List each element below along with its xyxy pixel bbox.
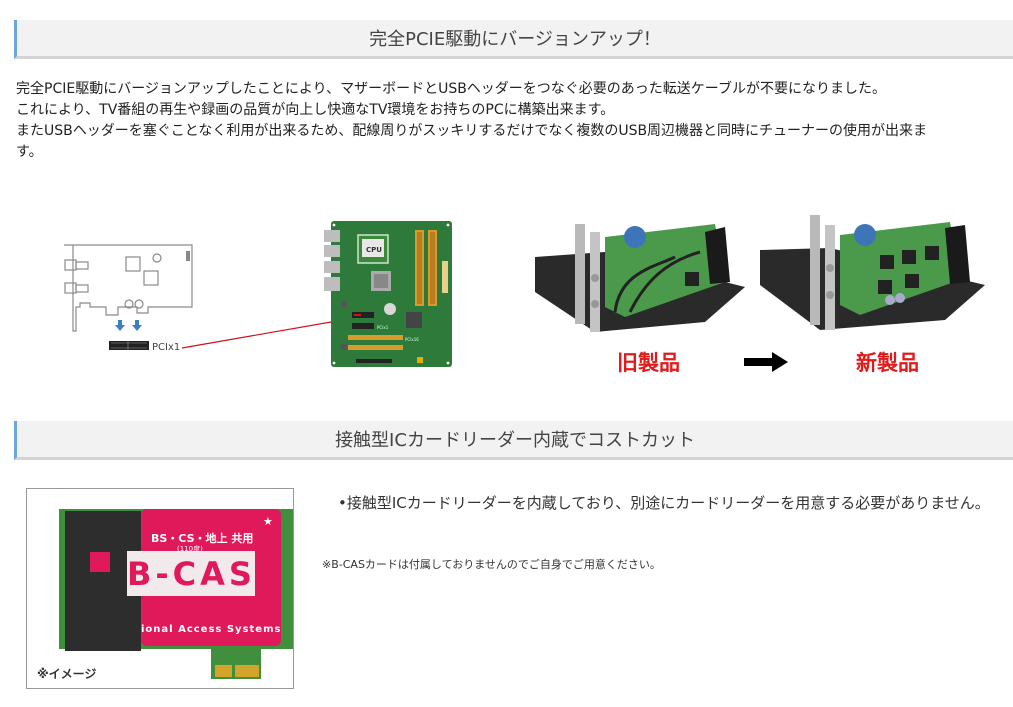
bcas-card-image: BS・CS・地上 共用 (110度) B-CAS ional Access Sy…: [26, 488, 294, 689]
card-logo: B-CAS: [127, 555, 251, 593]
right-arrow-icon: [744, 352, 789, 376]
paragraph-line: これにより、TV番組の再生や録画の品質が向上し快適なTV環境をお持ちのPCに構築…: [16, 102, 615, 118]
paragraph-line: またUSBヘッダーを塞ぐことなく利用が出来るため、配線周りがスッキリするだけでな…: [16, 123, 928, 139]
pcie-description: 完全PCIE駆動にバージョンアップしたことにより、マザーボードとUSBヘッダーを…: [16, 79, 1006, 163]
new-product-photo: [760, 210, 985, 335]
paragraph-line: す。: [16, 144, 43, 160]
section-heading-pcie: 完全PCIE駆動にバージョンアップ！: [14, 20, 1013, 59]
svg-text:PCIx1: PCIx1: [377, 325, 389, 330]
star-icon: ★: [263, 515, 273, 528]
old-product-image-icon: [535, 224, 745, 332]
new-product-label: 新製品: [856, 351, 919, 375]
svg-text:CPU: CPU: [366, 246, 382, 254]
image-caption: ※イメージ: [37, 667, 97, 681]
ic-reader-description: •接触型ICカードリーダーを内蔵しており、別途にカードリーダーを用意する必要があ…: [338, 494, 990, 512]
pcie-card-diagram-icon: PCIx1 CPU PCIx1 PCIx16: [64, 221, 452, 367]
section-heading-text: 接触型ICカードリーダー内蔵でコストカット: [335, 430, 695, 451]
pcie-install-diagram: PCIx1 CPU PCIx1 PCIx16: [40, 205, 480, 380]
bcas-note: ※B-CASカードは付属しておりませんのでご自身でご用意ください。: [322, 558, 661, 571]
old-product-photo: [535, 212, 745, 337]
card-top-text: BS・CS・地上 共用: [151, 532, 254, 545]
old-product-label: 旧製品: [617, 351, 680, 375]
card-sub-text: (110度): [177, 545, 203, 553]
paragraph-line: 完全PCIE駆動にバージョンアップしたことにより、マザーボードとUSBヘッダーを…: [16, 81, 886, 97]
section-heading-text: 完全PCIE駆動にバージョンアップ！: [369, 29, 661, 50]
svg-text:PCIx16: PCIx16: [405, 337, 419, 342]
new-product-image-icon: [760, 215, 985, 330]
slot-label: PCIx1: [152, 342, 180, 353]
section-heading-ic-reader: 接触型ICカードリーダー内蔵でコストカット: [14, 421, 1013, 460]
card-bottom-text: ional Access Systems: [141, 624, 282, 635]
